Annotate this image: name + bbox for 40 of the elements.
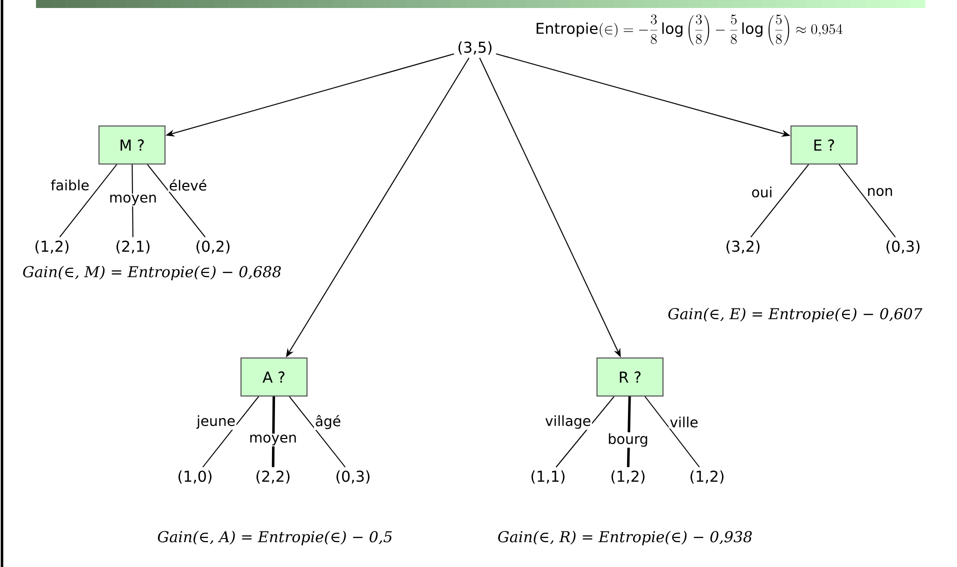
branch-line [750,164,810,238]
decision-box: E ? [790,126,858,164]
edge-label: bourg [606,432,650,448]
edge-label: moyen [108,194,158,206]
leaf-count: (1,2) [612,470,644,484]
branch-line [288,396,346,468]
edge-label: faible [50,178,90,192]
edge-label: village [544,414,592,430]
decision-box: M ? [98,126,166,164]
root-count: (3,5) [458,41,492,55]
branch-line [202,396,260,468]
decision-box: R ? [596,358,664,396]
leaf-count: (1,0) [178,470,212,484]
edge-label: âgé [314,414,342,430]
leaf-count: (3,2) [726,240,760,254]
leaf-count: (0,3) [886,240,920,254]
branch-line [59,164,118,238]
gain-formula: Gain(∈, A) = Entropie(∈) − 0,5 [158,530,392,546]
leaf-count: (1,1) [532,470,564,484]
entropy-formula: $\mathrm{Entropie}(\in) = -\frac{3}{8}\log\left(\frac{3}{8}\right) - \frac{5}{8}\log\left(\frac{5}{8}\right) \approx 0{,}954$ [536,14,842,46]
edge-label: ville [668,416,700,428]
leaf-count: (0,2) [196,240,230,254]
leaf-count: (0,3) [336,470,370,484]
gain-formula: Gain(∈, R) = Entropie(∈) − 0,938 [498,530,752,546]
edge-label: jeune [196,414,236,430]
branch-line [556,396,615,468]
branch-line [146,164,206,238]
leaf-count: (2,2) [256,470,290,484]
edge-label: élevé [168,178,208,192]
leaf-count: (1,2) [36,240,68,254]
decision-box: A ? [240,358,308,396]
branch-line [838,164,896,238]
edge-label: oui [750,186,774,198]
leaf-count: (2,1) [116,240,150,254]
edge-label: moyen [248,434,298,446]
gain-formula: Gain(∈, E) = Entropie(∈) − 0,607 [668,308,922,322]
branch-line [644,396,700,468]
leaf-count: (1,2) [690,470,724,484]
edge-label: non [866,186,894,198]
gain-formula: Gain(∈, M) = Entropie(∈) − 0,688 [23,266,281,280]
